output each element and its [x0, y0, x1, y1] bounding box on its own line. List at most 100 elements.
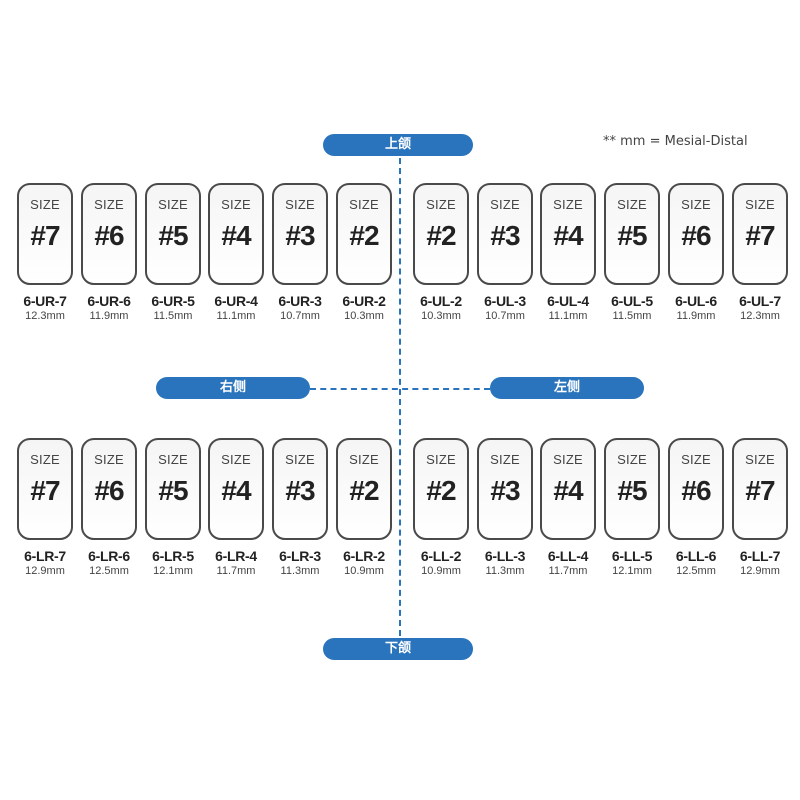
tooth-width-mm: 11.3mm — [280, 565, 320, 577]
size-card: SIZE#4 — [540, 438, 596, 540]
size-word: SIZE — [681, 197, 711, 212]
size-card: SIZE#3 — [477, 183, 533, 285]
tooth-code: 6-UR-2 — [342, 293, 386, 309]
tooth-code: 6-UR-4 — [214, 293, 258, 309]
tooth-width-mm: 12.9mm — [740, 565, 780, 577]
size-word: SIZE — [490, 452, 520, 467]
size-number: #6 — [681, 220, 711, 251]
size-number: #6 — [681, 475, 711, 506]
size-card: SIZE#2 — [336, 183, 392, 285]
tooth-width-mm: 11.3mm — [485, 565, 525, 577]
tooth-width-mm: 10.7mm — [485, 310, 525, 322]
size-word: SIZE — [553, 197, 583, 212]
tooth-code: 6-UL-6 — [675, 293, 717, 309]
tooth-width-mm: 12.5mm — [676, 565, 716, 577]
tooth-code: 6-UL-4 — [547, 293, 589, 309]
tooth-width-mm: 11.7mm — [216, 565, 256, 577]
size-card: SIZE#5 — [145, 438, 201, 540]
size-number: #7 — [745, 220, 775, 251]
tooth-width-mm: 10.9mm — [421, 565, 461, 577]
tooth-width-mm: 11.1mm — [548, 310, 588, 322]
size-number: #4 — [221, 220, 251, 251]
tooth-code: 6-UR-5 — [151, 293, 195, 309]
size-number: #7 — [30, 475, 60, 506]
size-card: SIZE#5 — [145, 183, 201, 285]
tooth-code: 6-LL-6 — [675, 548, 717, 564]
size-word: SIZE — [349, 452, 379, 467]
tooth-width-mm: 10.9mm — [344, 565, 384, 577]
size-word: SIZE — [745, 452, 775, 467]
tooth-code: 6-LL-7 — [739, 548, 781, 564]
size-card: SIZE#5 — [604, 183, 660, 285]
tooth-code: 6-LL-2 — [420, 548, 462, 564]
size-number: #4 — [553, 475, 583, 506]
size-card: SIZE #4 — [540, 183, 596, 285]
tooth-code: 6-UR-3 — [278, 293, 322, 309]
tooth-code: 6-UL-7 — [739, 293, 781, 309]
size-word: SIZE — [94, 452, 124, 467]
horizontal-midline — [310, 388, 490, 390]
size-card: SIZE#5 — [604, 438, 660, 540]
size-word: SIZE — [285, 197, 315, 212]
size-word: SIZE — [30, 452, 60, 467]
size-number: #5 — [158, 220, 188, 251]
size-word: SIZE — [285, 452, 315, 467]
size-card: SIZE#4 — [208, 438, 264, 540]
size-number: #4 — [553, 220, 583, 251]
size-card: SIZE #3 — [272, 183, 328, 285]
size-word: SIZE — [426, 452, 456, 467]
size-card: SIZE #6 — [668, 438, 724, 540]
size-card: SIZE #6 — [668, 183, 724, 285]
tooth-width-mm: 11.9mm — [676, 310, 716, 322]
size-card: SIZE#2 — [413, 183, 469, 285]
tooth-width-mm: 12.9mm — [25, 565, 65, 577]
tooth-width-mm: 12.1mm — [612, 565, 652, 577]
tooth-code: 6-UL-2 — [420, 293, 462, 309]
vertical-midline — [399, 158, 401, 636]
size-card: SIZE#2 — [413, 438, 469, 540]
right-side-label: 右侧 — [156, 377, 310, 399]
size-word: SIZE — [94, 197, 124, 212]
size-word: SIZE — [349, 197, 379, 212]
size-card: SIZE#2 — [336, 438, 392, 540]
upper-jaw-label: 上颌 — [323, 134, 473, 156]
tooth-code: 6-LR-4 — [215, 548, 257, 564]
size-word: SIZE — [426, 197, 456, 212]
size-number: #6 — [94, 220, 124, 251]
size-word: SIZE — [681, 452, 711, 467]
tooth-width-mm: 12.3mm — [740, 310, 780, 322]
size-word: SIZE — [745, 197, 775, 212]
size-card: SIZE#3 — [272, 438, 328, 540]
tooth-code: 6-LL-4 — [547, 548, 589, 564]
size-number: #6 — [94, 475, 124, 506]
tooth-code: 6-LR-7 — [24, 548, 66, 564]
left-side-label: 左侧 — [490, 377, 644, 399]
size-number: #3 — [285, 220, 315, 251]
size-card: SIZE #7 — [732, 183, 788, 285]
tooth-width-mm: 10.7mm — [280, 310, 320, 322]
tooth-width-mm: 11.9mm — [89, 310, 129, 322]
size-number: #5 — [617, 475, 647, 506]
size-card: SIZE#4 — [208, 183, 264, 285]
size-number: #5 — [158, 475, 188, 506]
